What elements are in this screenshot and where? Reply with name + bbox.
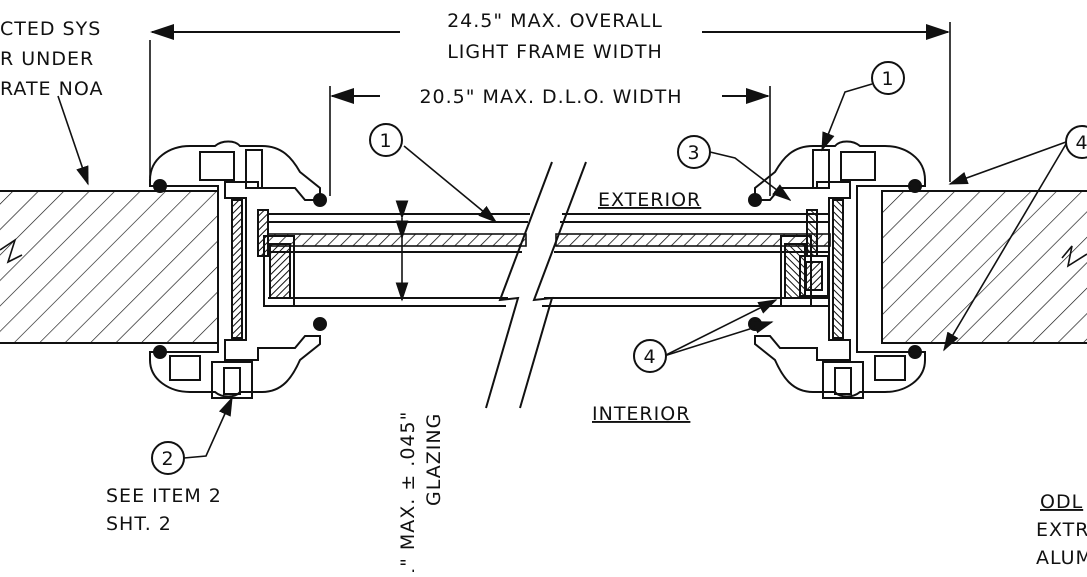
svg-text:3: 3 (687, 142, 700, 164)
svg-text:1: 1 (881, 68, 894, 90)
callout-item-4-lower: 4 (633, 339, 667, 373)
break-lines (485, 161, 587, 409)
left-frame-extrusion (149, 140, 327, 399)
ref-text-line2: R UNDER (0, 48, 94, 70)
overall-width-label-line1: 24.5" MAX. OVERALL (447, 10, 663, 32)
leaders (57, 83, 1067, 459)
svg-text:4: 4 (643, 346, 656, 368)
see-item-label-line1: SEE ITEM 2 (106, 485, 222, 507)
see-item-label-line2: SHT. 2 (106, 513, 172, 535)
callout-item-2: 2 (151, 441, 185, 475)
odl-label-line1: ODL (1040, 491, 1083, 513)
glazing-unit (267, 213, 831, 307)
glazing-dimension-label-line2: GLAZING (423, 413, 445, 506)
overall-width-label-line2: LIGHT FRAME WIDTH (447, 41, 663, 63)
interior-label: INTERIOR (592, 403, 690, 425)
callout-item-4-right: 4 (1065, 125, 1087, 159)
right-substrate (881, 190, 1087, 344)
ref-text-line1: CTED SYS (0, 18, 101, 40)
ref-text-line3: RATE NOA (0, 78, 103, 100)
callout-item-1-center: 1 (369, 123, 403, 157)
dlo-width-label: 20.5" MAX. D.L.O. WIDTH (419, 86, 682, 108)
odl-label-line2: EXTR (1036, 519, 1087, 541)
svg-text:2: 2 (161, 448, 174, 470)
left-substrate (0, 190, 219, 344)
svg-text:4: 4 (1075, 132, 1087, 154)
odl-label-line3: ALUM (1036, 547, 1087, 569)
exterior-label: EXTERIOR (598, 189, 701, 211)
callout-item-1-right: 1 (871, 61, 905, 95)
callout-item-3: 3 (677, 135, 711, 169)
overall-dimension (149, 22, 951, 182)
glazing-dimension-label-line1: 1" MAX. ± .045" (397, 411, 419, 572)
dlo-dimension (329, 86, 771, 196)
svg-text:1: 1 (379, 130, 392, 152)
